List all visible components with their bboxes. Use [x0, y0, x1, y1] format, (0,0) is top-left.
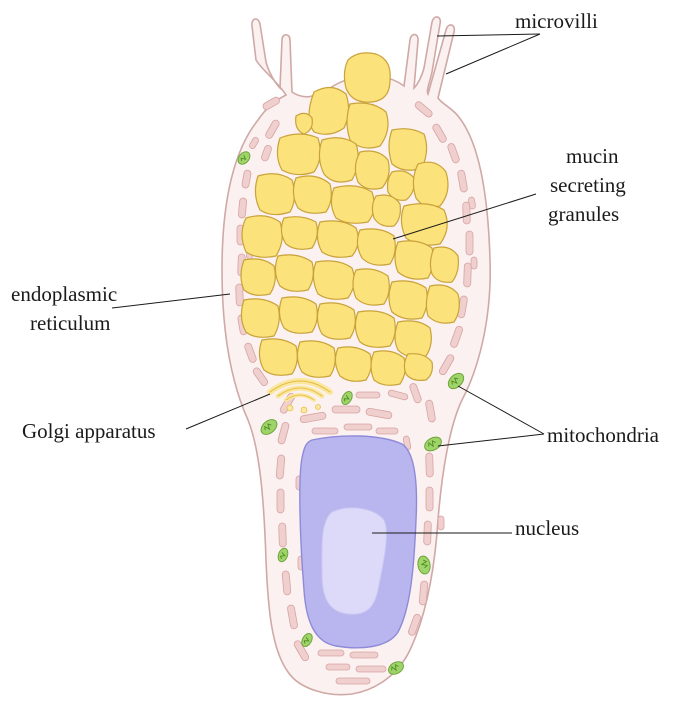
granule [241, 299, 279, 337]
granule [317, 221, 358, 257]
label-mitochondria: mitochondria [547, 423, 660, 447]
granule [353, 269, 389, 305]
er-strand [332, 406, 360, 413]
er-strand [236, 284, 244, 306]
label-mucin-line1: mucin [566, 144, 619, 168]
granule [241, 259, 275, 295]
er-strand [279, 523, 287, 547]
label-microvilli: microvilli [515, 9, 598, 33]
granule [259, 339, 297, 375]
granule [293, 176, 331, 213]
granule [389, 281, 427, 319]
granule [279, 297, 317, 333]
granule [335, 347, 371, 381]
granule [319, 138, 358, 182]
granule [388, 171, 415, 200]
er-strand [471, 257, 477, 269]
granule [395, 321, 431, 357]
er-strand [277, 489, 284, 513]
granule [344, 53, 390, 102]
er-strand [356, 392, 380, 398]
granule [426, 285, 459, 323]
granule [275, 255, 313, 291]
label-er-line1: endoplasmic [11, 282, 117, 306]
granule [277, 134, 320, 175]
label-nucleus: nucleus [515, 516, 579, 540]
leader-mito-2 [438, 434, 544, 446]
granule [413, 162, 448, 207]
granule [371, 351, 405, 385]
er-strand [464, 263, 472, 287]
leader-microvilli-2 [446, 34, 540, 74]
granule [404, 354, 432, 381]
granule [242, 216, 282, 258]
er-strand [326, 664, 350, 670]
er-strand [336, 678, 370, 684]
granule [309, 87, 349, 134]
er-strand [376, 428, 398, 434]
granule [357, 229, 395, 265]
granule [281, 217, 317, 250]
leader-er [112, 294, 230, 308]
er-strand [238, 198, 247, 219]
er-strand [426, 487, 433, 511]
er-strand [344, 424, 372, 430]
granule [313, 261, 354, 299]
er-strand [426, 453, 434, 477]
granule [355, 151, 389, 189]
granule [395, 241, 433, 279]
granule [331, 186, 374, 224]
label-mucin-line2: secreting [550, 173, 626, 197]
er-strand [356, 666, 386, 672]
label-er-line2: reticulum [30, 311, 110, 335]
label-golgi: Golgi apparatus [22, 419, 156, 443]
granule [372, 195, 400, 226]
granule [297, 341, 335, 377]
granule [347, 103, 388, 148]
er-strand [466, 231, 473, 255]
granule [430, 247, 458, 282]
er-strand [318, 650, 344, 656]
er-strand [350, 652, 378, 658]
er-strand [438, 516, 444, 530]
label-mucin-line3: granules [548, 202, 619, 226]
granule [317, 303, 355, 339]
granule [255, 174, 294, 215]
leader-mito-1 [458, 386, 544, 434]
er-strand [312, 428, 338, 434]
granule [355, 311, 395, 347]
